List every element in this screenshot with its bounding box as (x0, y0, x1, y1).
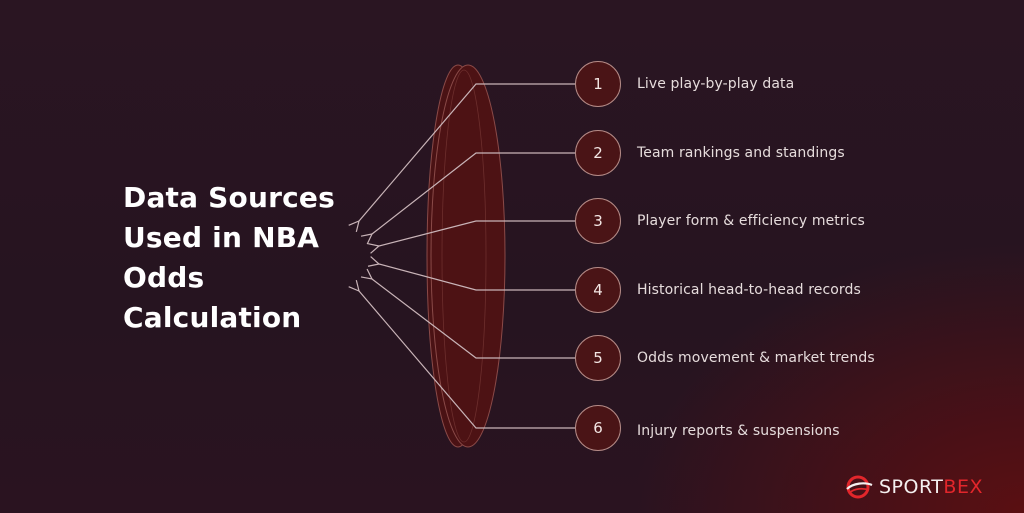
item-label: Team rankings and standings (637, 145, 845, 161)
number-badge: 4 (575, 267, 621, 313)
disk-shape (426, 64, 506, 448)
list-item: 5 Odds movement & market trends (575, 334, 875, 382)
number-badge: 2 (575, 130, 621, 176)
globe-swoosh-icon (846, 475, 873, 499)
sportbex-logo: SPORTBEX (845, 474, 983, 500)
number-badge: 3 (575, 198, 621, 244)
item-label: Historical head-to-head records (637, 282, 861, 298)
list-item: 1 Live play-by-play data (575, 60, 794, 108)
number-badge: 6 (575, 405, 621, 451)
title-line-3: Odds (123, 261, 205, 294)
item-label: Injury reports & suspensions (637, 423, 840, 439)
item-label: Player form & efficiency metrics (637, 213, 865, 229)
number-badge: 1 (575, 61, 621, 107)
list-item: 6 Injury reports & suspensions (575, 404, 840, 452)
title-line-2: Used in NBA (123, 221, 320, 254)
title-line-1: Data Sources (123, 181, 335, 214)
page-title: Data Sources Used in NBA Odds Calculatio… (123, 178, 363, 338)
list-item: 3 Player form & efficiency metrics (575, 197, 865, 245)
number-badge: 5 (575, 335, 621, 381)
item-label: Odds movement & market trends (637, 350, 875, 366)
title-line-4: Calculation (123, 301, 302, 334)
list-item: 2 Team rankings and standings (575, 129, 845, 177)
item-label: Live play-by-play data (637, 76, 795, 92)
logo-text: SPORTBEX (879, 476, 983, 498)
list-item: 4 Historical head-to-head records (575, 266, 861, 314)
connector-lines (359, 83, 575, 429)
